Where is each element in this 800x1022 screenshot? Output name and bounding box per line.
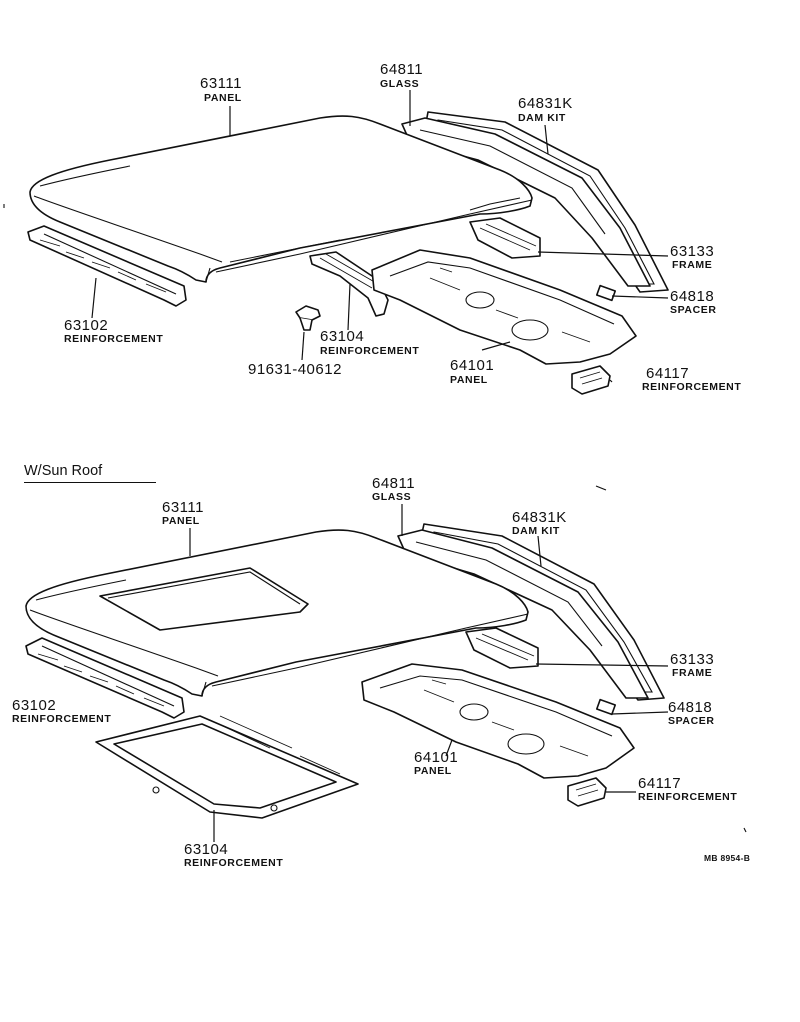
bottom-leader-lines: [189, 504, 669, 842]
top-63111-number: 63111: [200, 75, 242, 92]
bottom-63104-number: 63104: [184, 841, 229, 858]
bottom-64831k-name: DAM KIT: [512, 525, 560, 537]
bottom-64831k-number: 64831K: [512, 509, 567, 526]
bottom-63111-number: 63111: [162, 499, 204, 516]
top-63102-number: 63102: [64, 317, 109, 334]
top-91631-number: 91631-40612: [248, 361, 342, 378]
section-label-underline: [24, 482, 156, 484]
bottom-sunroof-reinforcement-part: [95, 715, 359, 819]
top-center-reinforcement-part: [309, 251, 389, 317]
top-spacer-part: [595, 284, 617, 302]
top-64818-name: SPACER: [670, 304, 717, 316]
top-bolt-part: [295, 305, 321, 331]
top-64811-number: 64811: [380, 61, 424, 78]
bottom-63111-name: PANEL: [162, 515, 200, 527]
top-front-reinforcement-part: [27, 225, 187, 307]
drawing-code: MB 8954-B: [704, 853, 751, 863]
bottom-64811-name: GLASS: [372, 491, 412, 503]
top-64117-name: REINFORCEMENT: [642, 381, 742, 393]
bottom-64818-number: 64818: [668, 699, 713, 716]
top-roof-panel-part: [29, 115, 533, 283]
bottom-64101-number: 64101: [414, 749, 459, 766]
bottom-64818-name: SPACER: [668, 715, 715, 727]
top-63104-name: REINFORCEMENT: [320, 345, 420, 357]
sunroof-section-label: W/Sun Roof: [24, 463, 103, 479]
top-64117-number: 64117: [646, 365, 690, 382]
top-63133-number: 63133: [670, 243, 715, 260]
bottom-63133-name: FRAME: [672, 667, 713, 679]
top-64831k-number: 64831K: [518, 95, 573, 112]
top-63133-name: FRAME: [672, 259, 713, 271]
top-64811-name: GLASS: [380, 78, 420, 90]
top-63102-name: REINFORCEMENT: [64, 333, 164, 345]
bottom-63102-name: REINFORCEMENT: [12, 713, 112, 725]
bottom-back-panel-part: [361, 663, 635, 779]
bottom-64117-number: 64117: [638, 775, 682, 792]
bottom-spacer-part: [595, 698, 617, 716]
bottom-64101-name: PANEL: [414, 765, 452, 777]
bottom-frame-part: [465, 627, 539, 669]
bottom-63133-number: 63133: [670, 651, 715, 668]
top-64831k-name: DAM KIT: [518, 112, 566, 124]
top-64101-number: 64101: [450, 357, 495, 374]
top-back-panel-part: [371, 249, 637, 365]
top-assembly: [27, 90, 669, 395]
top-leader-lines: [91, 90, 669, 383]
bottom-roof-panel-part: [25, 529, 529, 697]
top-64818-number: 64818: [670, 288, 715, 305]
bottom-rear-reinforcement-part: [567, 777, 607, 807]
top-rear-reinforcement-part: [571, 365, 611, 395]
bottom-64117-name: REINFORCEMENT: [638, 791, 738, 803]
bottom-63102-number: 63102: [12, 697, 57, 714]
bottom-assembly: [3, 204, 747, 842]
top-64101-name: PANEL: [450, 374, 488, 386]
top-63111-name: PANEL: [204, 92, 242, 104]
bottom-64811-number: 64811: [372, 475, 416, 492]
top-frame-part: [469, 217, 541, 259]
top-63104-number: 63104: [320, 328, 365, 345]
bottom-63104-name: REINFORCEMENT: [184, 857, 284, 869]
bottom-front-reinforcement-part: [25, 637, 185, 719]
